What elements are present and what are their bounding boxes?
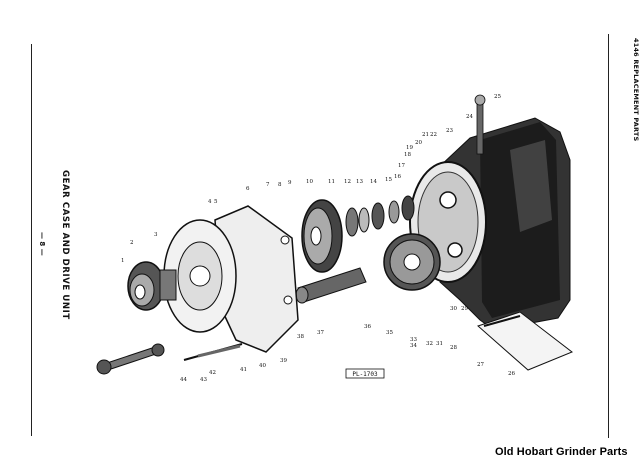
callout-38: 38	[297, 334, 304, 340]
bearing-stack	[345, 195, 415, 237]
callout-33: 33	[410, 337, 417, 343]
callout-29: 29	[461, 306, 468, 312]
callout-36: 36	[364, 324, 371, 330]
plate-code-text: PL-1703	[352, 371, 378, 378]
callout-24: 24	[466, 114, 473, 120]
callout-35: 35	[386, 330, 393, 336]
top-bolt	[474, 94, 486, 155]
callout-32: 32	[426, 341, 433, 347]
callout-26: 26	[508, 371, 515, 377]
callout-19: 19	[406, 145, 413, 151]
callout-40: 40	[259, 363, 266, 369]
callout-11: 11	[328, 179, 335, 185]
callout-12: 12	[344, 179, 351, 185]
gear-11	[301, 199, 343, 273]
callout-39: 39	[280, 358, 287, 364]
callout-8: 8	[278, 182, 282, 188]
callout-43: 43	[200, 377, 207, 383]
gear-case-housing	[409, 117, 571, 331]
callout-9: 9	[288, 180, 292, 186]
worm-shaft	[295, 267, 367, 304]
right-margin-rule	[608, 34, 609, 438]
callout-5: 5	[214, 199, 218, 205]
callout-4: 4	[208, 199, 212, 205]
callout-28: 28	[450, 345, 457, 351]
plate-code-box: PL-1703	[345, 368, 385, 379]
callout-numbers: 1 2 3 4 5 6 7 8 9 10 11 12 13 14 15 16 1…	[121, 94, 515, 383]
callout-1: 1	[121, 258, 125, 264]
callout-21: 21	[422, 132, 429, 138]
callout-14: 14	[370, 179, 377, 185]
callout-20: 20	[415, 140, 422, 146]
callout-37: 37	[317, 330, 324, 336]
callout-41: 41	[240, 367, 247, 373]
callout-15: 15	[385, 177, 392, 183]
callout-16: 16	[394, 174, 401, 180]
callout-2: 2	[130, 240, 134, 246]
callout-22: 22	[430, 132, 437, 138]
callout-3: 3	[154, 232, 158, 238]
callout-7: 7	[266, 182, 270, 188]
large-gear	[383, 233, 441, 291]
callout-13: 13	[356, 179, 363, 185]
callout-6: 6	[246, 186, 250, 192]
callout-25: 25	[494, 94, 501, 100]
callout-44: 44	[180, 377, 187, 383]
base-plate	[477, 311, 573, 371]
callout-17: 17	[398, 163, 405, 169]
callout-30: 30	[450, 306, 457, 312]
callout-10: 10	[306, 179, 313, 185]
callout-34: 34	[410, 343, 417, 349]
callout-42: 42	[209, 370, 216, 376]
callout-31: 31	[436, 341, 443, 347]
left-margin-rule	[31, 44, 32, 436]
wrench	[96, 343, 165, 375]
callout-27: 27	[477, 362, 484, 368]
callout-23: 23	[446, 128, 453, 134]
drive-rod	[183, 343, 243, 361]
callout-18: 18	[404, 152, 411, 158]
flange-plate	[163, 219, 237, 333]
footer-caption: Old Hobart Grinder Parts	[495, 446, 628, 458]
drive-pulley	[127, 261, 177, 311]
